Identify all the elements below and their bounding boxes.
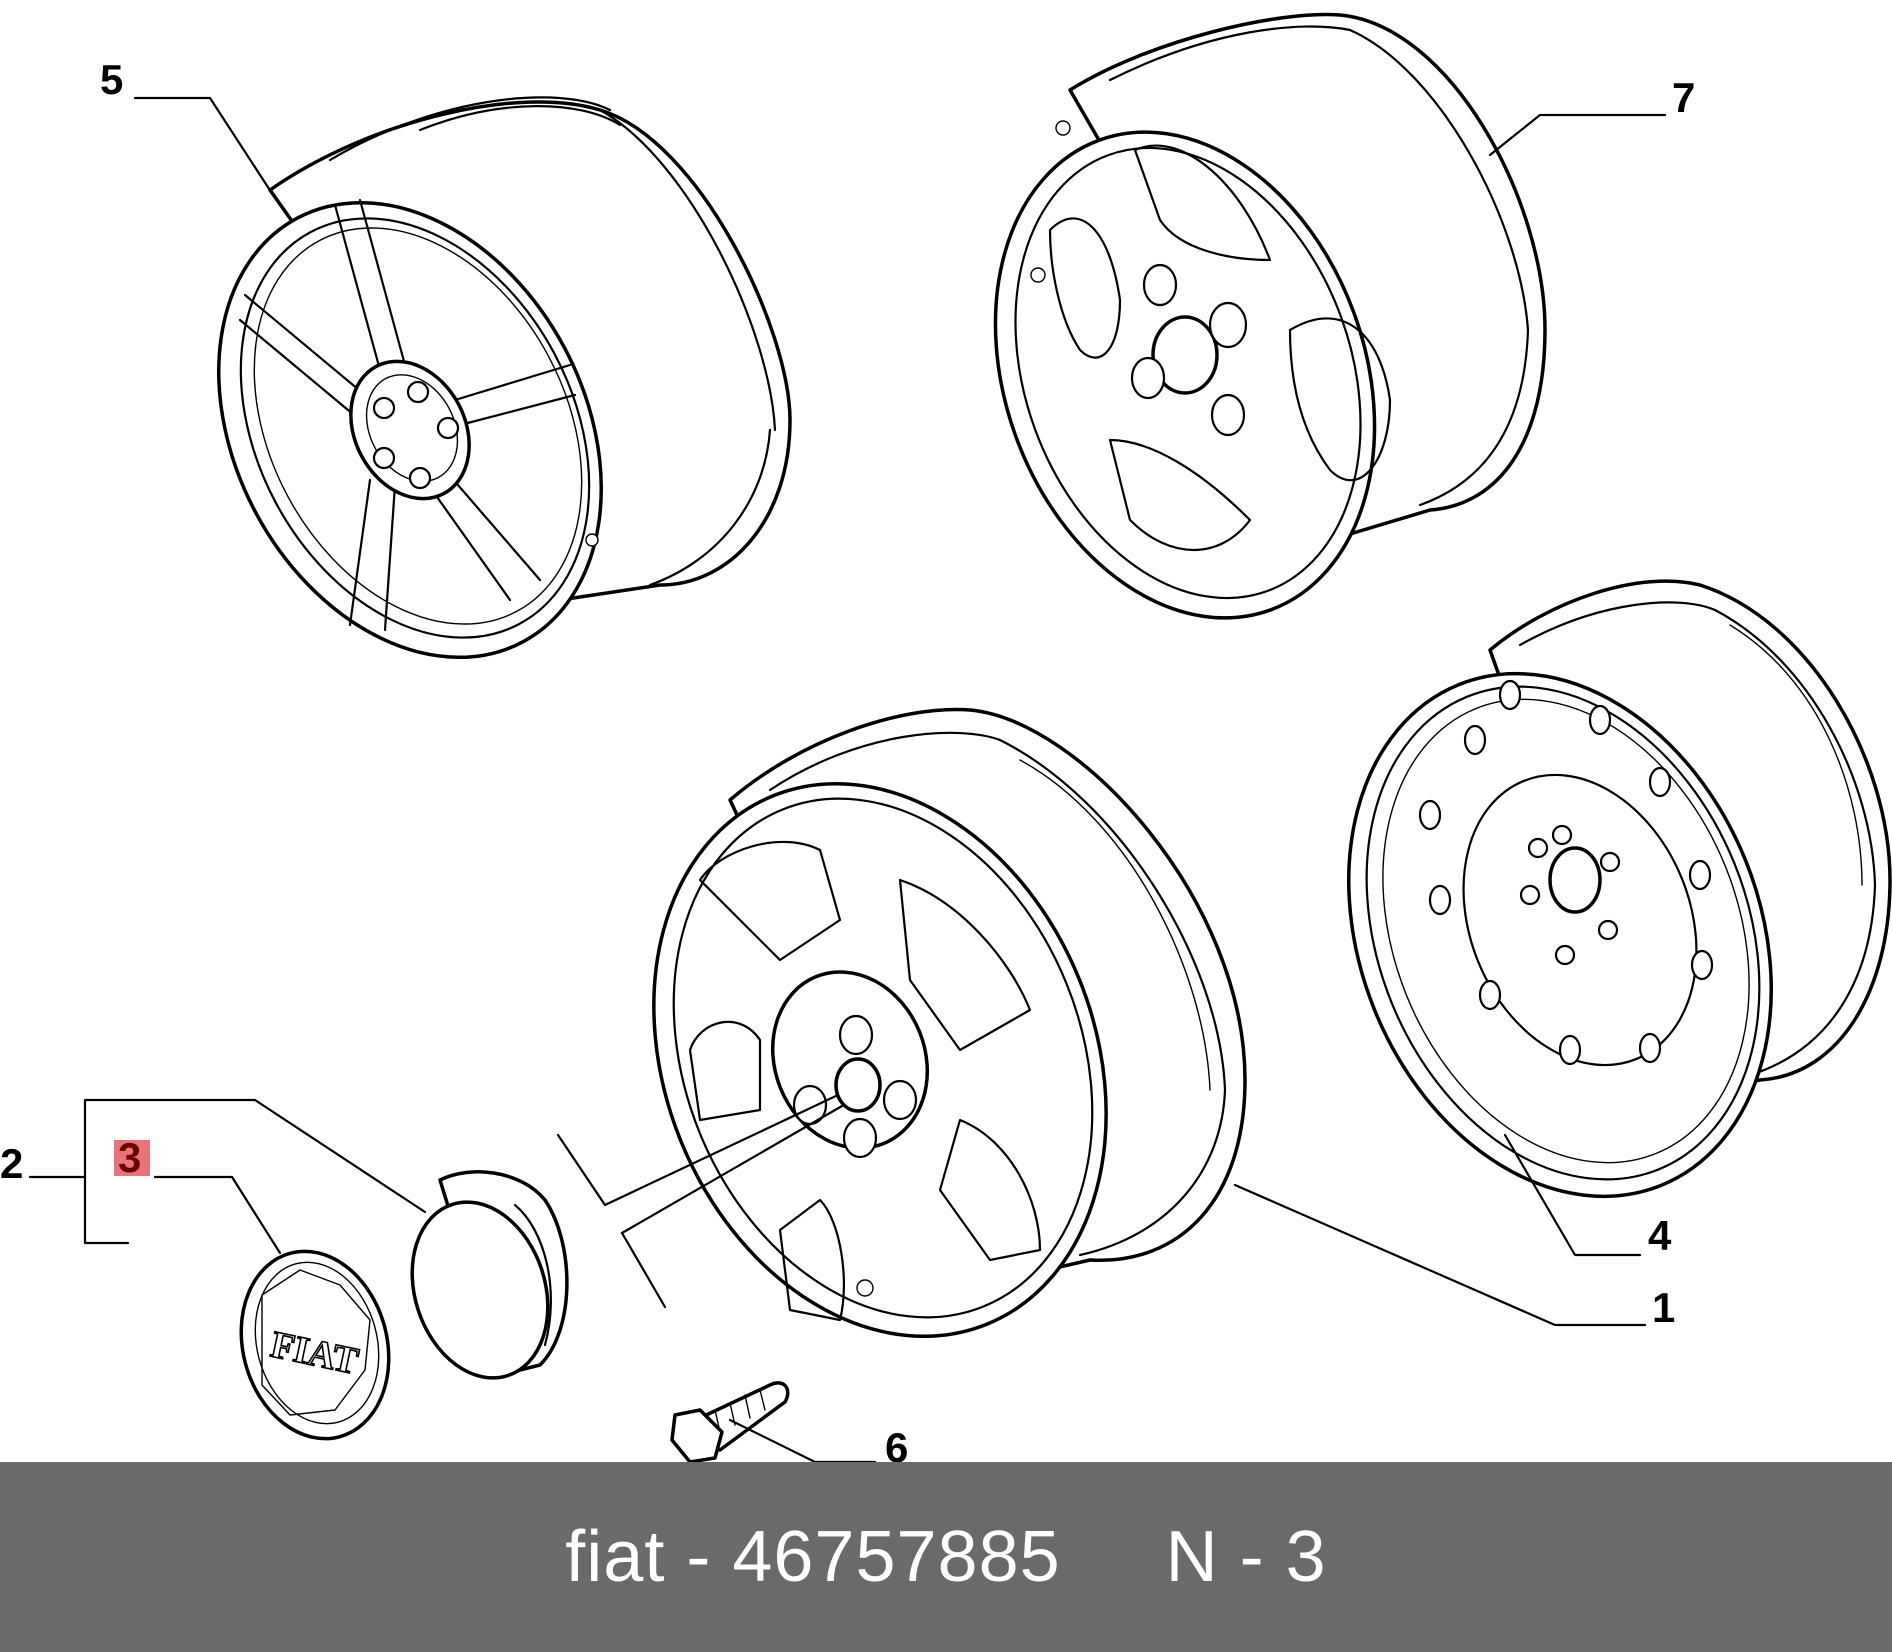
wheel-4-steel: [1347, 579, 1892, 1199]
callout-labels: 5 7 4 1 6 2 3: [0, 56, 1695, 1462]
callout-4: 4: [1648, 1212, 1672, 1259]
footer-text: fiat - 46757885 N - 3: [565, 1517, 1327, 1597]
part-6-wheel-bolt: [670, 1381, 790, 1462]
callout-6: 6: [885, 1424, 908, 1462]
callout-7: 7: [1672, 74, 1695, 121]
callout-3: 3: [118, 1134, 141, 1181]
part-3-logo-cap: FIAT: [239, 1249, 391, 1441]
wheel-7-alloy: [993, 12, 1547, 620]
part-number-footer: fiat - 46757885 N - 3: [0, 1462, 1892, 1652]
callout-leaders: [28, 96, 1667, 1462]
part-2-center-cap: [410, 1170, 569, 1380]
wheel-parts-diagram: FIAT 5 7 4 1 6 2 3: [0, 12, 1892, 1462]
callout-5: 5: [100, 56, 123, 103]
callout-2: 2: [0, 1140, 23, 1187]
callout-1: 1: [1652, 1284, 1675, 1331]
callout-3-highlight: [114, 1140, 150, 1176]
wheel-1-alloy: [652, 707, 1247, 1338]
wheel-5-alloy-five-spoke: [217, 96, 792, 660]
